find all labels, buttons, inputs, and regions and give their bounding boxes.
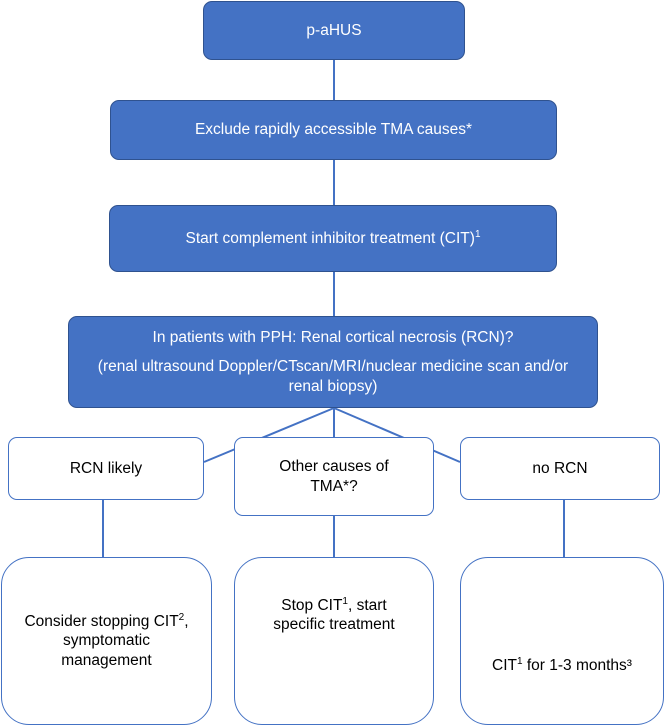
node-cit-months: CIT1 for 1-3 months³ [460, 557, 664, 725]
node-cit-months-label: CIT1 for 1-3 months³ [492, 656, 632, 675]
edge-rcn-norcn [333, 407, 461, 463]
node-other-causes-label: Other causes of TMA*? [279, 458, 389, 495]
node-stop-cit: Stop CIT1, start specific treatment [234, 557, 434, 725]
node-exclude-tma-causes: Exclude rapidly accessible TMA causes* [110, 100, 557, 160]
node-stop-cit-label: Stop CIT1, start specific treatment [273, 595, 395, 634]
node-consider-stopping-label: Consider stopping CIT2, symptomatic mana… [24, 611, 189, 669]
node-exclude-label: Exclude rapidly accessible TMA causes* [194, 121, 473, 139]
node-p-ahus-label: p-aHUS [306, 21, 362, 39]
node-no-rcn: no RCN [460, 437, 660, 500]
node-other-causes: Other causes of TMA*? [234, 437, 434, 516]
node-rcn-question: In patients with PPH: Renal cortical nec… [68, 316, 598, 408]
node-rcn-question-line2: (renal ultrasound Doppler/CTscan/MRI/nuc… [97, 358, 569, 395]
node-rcn-question-line1: In patients with PPH: Renal cortical nec… [152, 328, 514, 346]
node-consider-stopping: Consider stopping CIT2, symptomatic mana… [1, 557, 212, 725]
edge-rcn-likely [203, 407, 335, 463]
node-p-ahus: p-aHUS [203, 1, 465, 60]
node-start-cit-label: Start complement inhibitor treatment (CI… [185, 228, 481, 247]
node-start-cit: Start complement inhibitor treatment (CI… [109, 205, 557, 272]
node-rcn-likely-label: RCN likely [69, 459, 143, 477]
node-rcn-likely: RCN likely [8, 437, 204, 500]
node-no-rcn-label: no RCN [532, 459, 588, 477]
